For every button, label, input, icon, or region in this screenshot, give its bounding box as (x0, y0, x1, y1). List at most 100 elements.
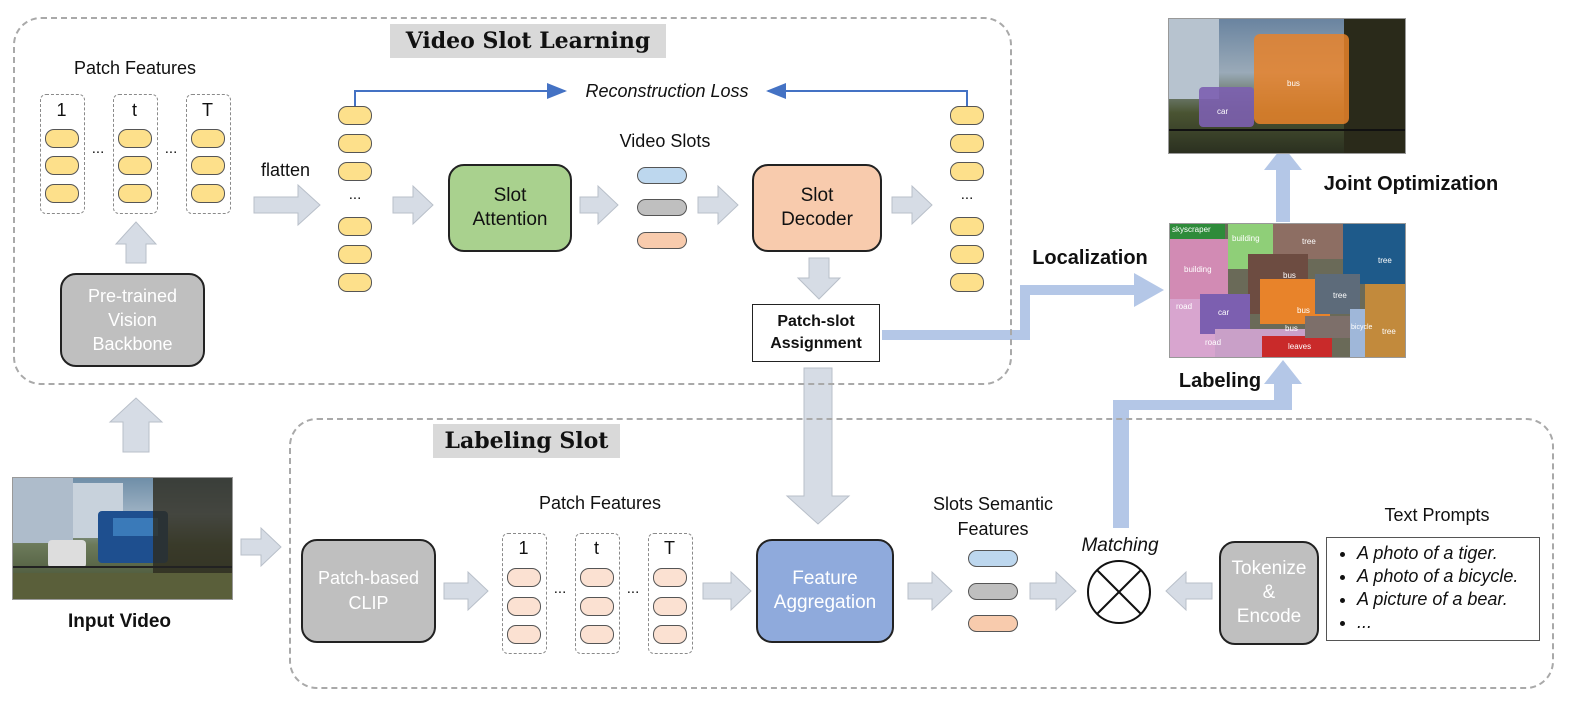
patch-column-T (648, 533, 693, 654)
ellipsis: ... (960, 186, 974, 203)
clip-patch-token (653, 597, 687, 616)
text-prompt-item: A photo of a bicycle. (1357, 565, 1539, 588)
flattened-token (338, 217, 372, 236)
region-label: building (1184, 265, 1212, 274)
reconstructed-token (950, 217, 984, 236)
arrow-clip-to-features (443, 570, 489, 612)
column-label-t: t (131, 100, 137, 120)
patch-token (45, 129, 79, 148)
text-prompts-box: A photo of a tiger. A photo of a bicycle… (1326, 537, 1540, 641)
region-label: bus (1287, 79, 1300, 88)
arrow-semantic-to-matching (1029, 570, 1077, 612)
flatten-arrow (253, 183, 321, 227)
region-label: tree (1333, 291, 1347, 300)
input-video-frame (12, 477, 233, 600)
patch-token (45, 184, 79, 203)
matching-symbol (1087, 560, 1151, 624)
arrow-to-slot-decoder (697, 184, 739, 226)
arrow-to-slot-attention (392, 184, 434, 226)
arrow-backbone-up (114, 221, 158, 264)
region-label: tree (1378, 256, 1392, 265)
region-label: bus (1283, 271, 1296, 280)
column-label-T: T (664, 538, 675, 558)
matching-label: Matching (1081, 535, 1159, 556)
ellipsis: ... (91, 140, 105, 157)
flattened-token (338, 245, 372, 264)
patch-token (191, 129, 225, 148)
region-label: tree (1382, 327, 1396, 336)
patch-token (118, 184, 152, 203)
patch-slot-assignment-box: Patch-slot Assignment (752, 304, 880, 362)
flattened-token (338, 273, 372, 292)
joint-optimization-image: car bus (1168, 18, 1406, 154)
region-label: bicycle (1351, 324, 1373, 331)
text-prompt-item: A photo of a tiger. (1357, 542, 1539, 565)
clip-patch-token (653, 568, 687, 587)
patch-token (45, 156, 79, 175)
ellipsis: ... (553, 580, 567, 597)
joint-optimization-label: Joint Optimization (1323, 173, 1499, 195)
feature-aggregation-box: Feature Aggregation (756, 539, 894, 643)
patch-token (118, 156, 152, 175)
patch-column-1 (502, 533, 547, 654)
region-label: bus (1285, 324, 1298, 333)
flattened-token (338, 134, 372, 153)
region-label: car (1217, 107, 1229, 116)
column-label-T: T (202, 100, 213, 120)
labeling-arrow (1113, 360, 1302, 528)
labeling-label: Labeling (1178, 370, 1262, 392)
text-prompts-title: Text Prompts (1384, 505, 1490, 525)
arrow-decoder-down (796, 257, 842, 300)
column-label-1: 1 (518, 538, 529, 558)
labeling-slot-title: Labeling Slot (433, 424, 620, 458)
region-label: car (1218, 308, 1230, 317)
flatten-label: flatten (260, 160, 311, 180)
region-label: leaves (1288, 342, 1312, 351)
clip-patch-token (653, 625, 687, 644)
patch-column-1 (40, 94, 85, 214)
tokenize-encode-box: Tokenize & Encode (1219, 541, 1319, 645)
vision-backbone-box: Pre-trained Vision Backbone (60, 273, 205, 367)
arrow-input-up (108, 397, 164, 453)
patch-column-t (113, 94, 158, 214)
arrow-features-to-aggregation (702, 570, 752, 612)
flattened-token (338, 162, 372, 181)
patch-column-t (575, 533, 620, 654)
reconstructed-token (950, 245, 984, 264)
reconstruction-loss-label: Reconstruction Loss (585, 81, 749, 101)
column-label-1: 1 (56, 100, 67, 120)
clip-patch-token (580, 625, 614, 644)
patch-token (118, 129, 152, 148)
region-label: road (1205, 338, 1222, 347)
text-prompt-item: ... (1357, 611, 1539, 634)
slot-decoder-box: Slot Decoder (752, 164, 882, 252)
video-slot-blue (637, 167, 687, 184)
clip-patch-token (580, 568, 614, 587)
localization-label: Localization (1032, 247, 1148, 269)
joint-optimization-arrow (1264, 146, 1302, 222)
reconstructed-token (950, 162, 984, 181)
ellipsis: ... (348, 186, 362, 203)
video-slot-orange (637, 232, 687, 249)
recon-line-right (766, 83, 968, 106)
video-slot-learning-title: Video Slot Learning (390, 24, 666, 58)
patch-token (191, 156, 225, 175)
clip-patch-token (580, 597, 614, 616)
clip-patch-token (507, 597, 541, 616)
labeling-slot-panel (289, 418, 1554, 689)
region-label: building (1232, 234, 1260, 243)
slot-attention-box: Slot Attention (448, 164, 572, 252)
slots-semantic-features-title: Slots Semantic Features (932, 494, 1054, 539)
column-label-t: t (593, 538, 599, 558)
input-video-label: Input Video (67, 611, 172, 632)
recon-line-left (354, 83, 567, 106)
region-label: bus (1297, 306, 1310, 315)
text-prompt-item: A picture of a bear. (1357, 588, 1539, 611)
arrow-encode-to-matching (1165, 570, 1213, 612)
arrow-decoder-out (891, 184, 933, 226)
patch-features-title-bottom: Patch Features (538, 493, 662, 513)
region-label: road (1176, 302, 1193, 311)
arrow-input-to-clip (240, 526, 282, 568)
clip-patch-token (507, 568, 541, 587)
